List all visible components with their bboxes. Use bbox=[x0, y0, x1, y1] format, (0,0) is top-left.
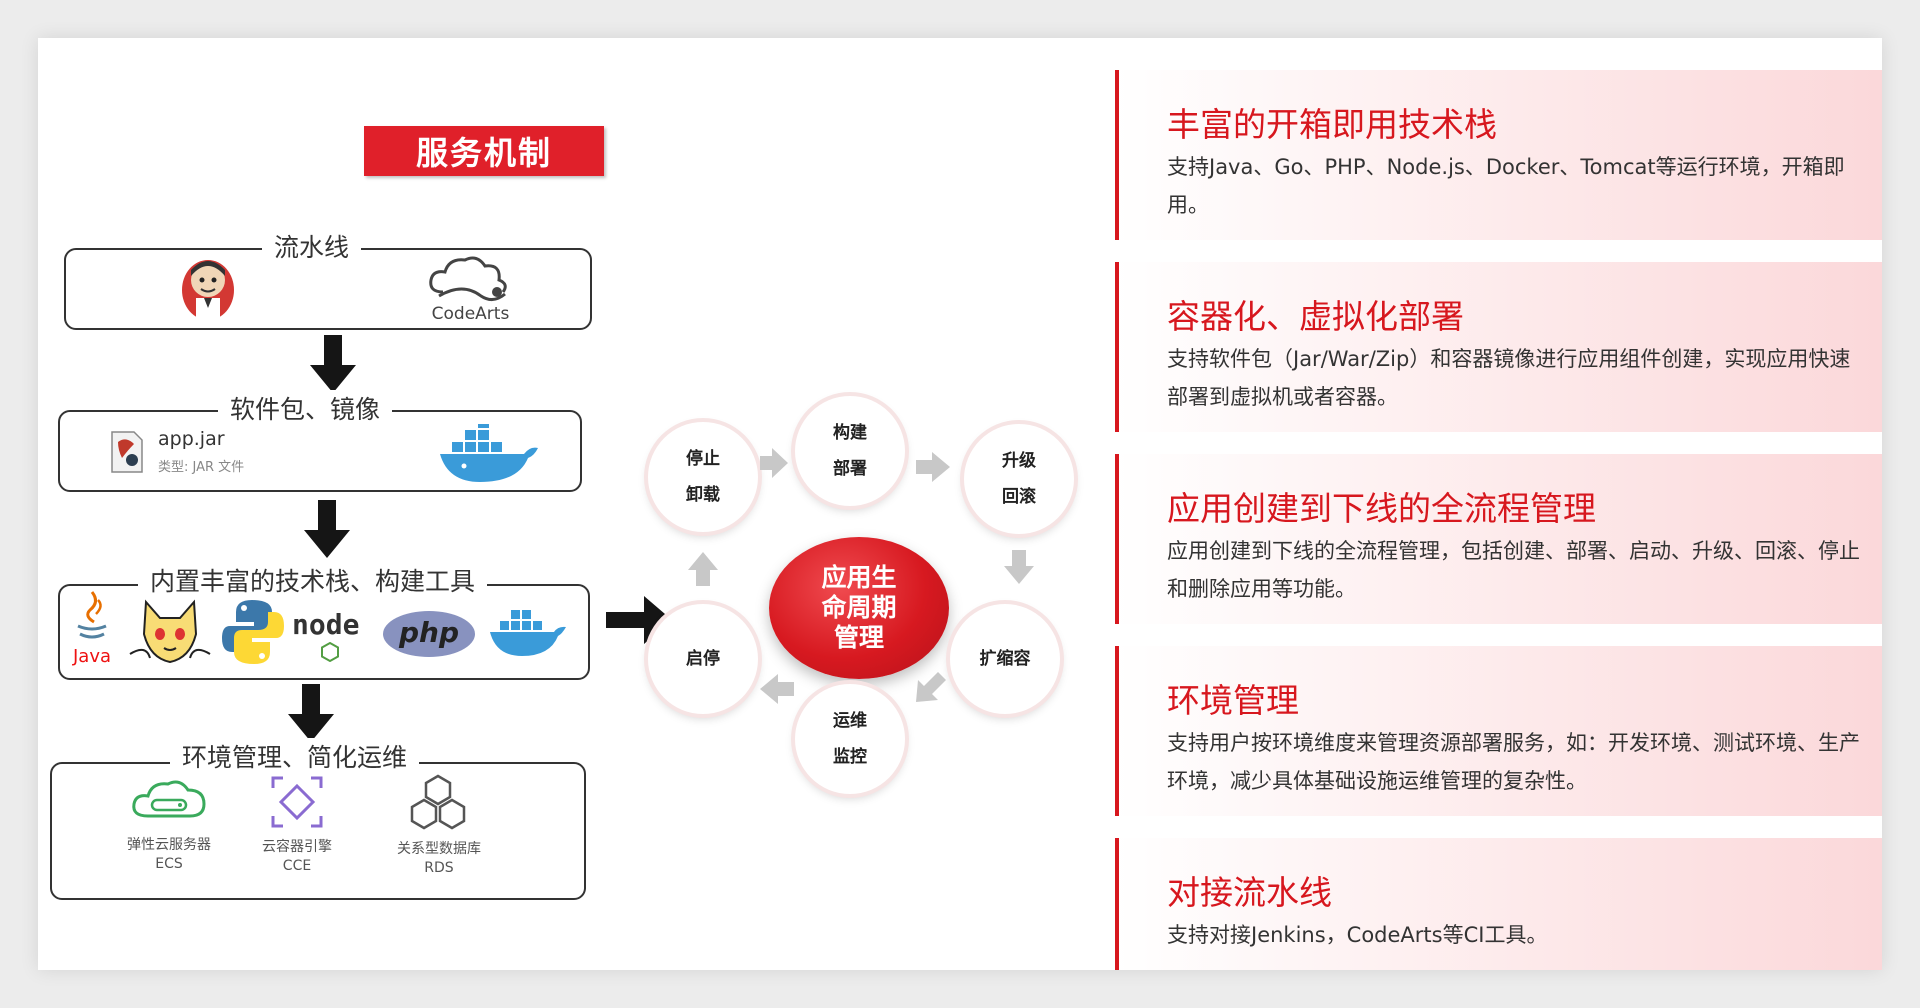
node-stop-uninstall: 停止 卸载 bbox=[648, 422, 758, 532]
jar-file-icon bbox=[108, 430, 146, 474]
tech-stack-label: 内置丰富的技术栈、构建工具 bbox=[138, 562, 488, 598]
pipeline-label: 流水线 bbox=[262, 228, 362, 264]
down-arrow bbox=[310, 335, 356, 397]
environment-label: 环境管理、简化运维 bbox=[170, 738, 420, 774]
java-caption: Java bbox=[72, 646, 112, 667]
feature-text: 支持对接Jenkins，CodeArts等CI工具。 bbox=[1167, 923, 1548, 947]
card-accent-bar bbox=[1115, 262, 1119, 432]
rds-icon bbox=[404, 772, 472, 834]
ecs-name: 弹性云服务器 bbox=[127, 837, 211, 853]
jar-file-name: app.jar bbox=[158, 428, 225, 450]
rds-abbr: RDS bbox=[424, 860, 454, 876]
feature-title: 应用创建到下线的全流程管理 bbox=[1167, 489, 1596, 528]
cce-icon bbox=[269, 774, 325, 830]
node-label: 运维 bbox=[833, 711, 867, 731]
node-label: 部署 bbox=[833, 459, 867, 479]
node-label: 回滚 bbox=[1002, 487, 1036, 507]
node-label: 卸载 bbox=[686, 485, 720, 505]
ring-arrow bbox=[912, 670, 946, 708]
php-icon: php bbox=[382, 610, 476, 658]
node-ops-monitor: 运维 监控 bbox=[795, 684, 905, 794]
node-label: 升级 bbox=[1002, 451, 1036, 471]
feature-title: 对接流水线 bbox=[1167, 873, 1332, 912]
rds-caption: 关系型数据库 RDS bbox=[378, 840, 500, 878]
jar-file-type: 类型: JAR 文件 bbox=[158, 460, 245, 475]
feature-card: 环境管理 支持用户按环境维度来管理资源部署服务，如：开发环境、测试环境、生产环境… bbox=[1115, 646, 1882, 816]
ecs-caption: 弹性云服务器 ECS bbox=[108, 836, 230, 874]
cce-abbr: CCE bbox=[282, 858, 312, 874]
feature-title: 环境管理 bbox=[1167, 681, 1299, 720]
feature-card: 应用创建到下线的全流程管理 应用创建到下线的全流程管理，包括创建、部署、启动、升… bbox=[1115, 454, 1882, 624]
node-label: 扩缩容 bbox=[979, 649, 1031, 669]
feature-text: 支持用户按环境维度来管理资源部署服务，如：开发环境、测试环境、生产环境，减少具体… bbox=[1167, 731, 1860, 793]
down-arrow bbox=[304, 500, 350, 562]
node-label: 监控 bbox=[833, 747, 867, 767]
feature-text: 支持软件包（Jar/War/Zip）和容器镜像进行应用组件创建，实现应用快速部署… bbox=[1167, 347, 1851, 409]
ecs-icon bbox=[128, 776, 210, 822]
lifecycle-center-line: 管理 bbox=[833, 623, 884, 652]
ring-arrow bbox=[1004, 550, 1034, 588]
codearts-icon: CodeArts bbox=[423, 252, 518, 324]
node-label: 构建 bbox=[833, 423, 867, 443]
node-upgrade-rollback: 升级 回滚 bbox=[964, 424, 1074, 534]
node-start-stop: 启停 bbox=[648, 604, 758, 714]
card-accent-bar bbox=[1115, 454, 1119, 624]
package-label: 软件包、镜像 bbox=[218, 390, 393, 426]
node-caption: node bbox=[292, 608, 360, 641]
node-icon: node bbox=[292, 608, 368, 662]
cce-name: 云容器引擎 bbox=[262, 839, 332, 855]
slide: 服务机制 流水线 CodeArts 软件包、镜像 bbox=[38, 38, 1882, 970]
card-accent-bar bbox=[1115, 70, 1119, 240]
feature-card: 丰富的开箱即用技术栈 支持Java、Go、PHP、Node.js、Docker、… bbox=[1115, 70, 1882, 240]
node-label: 停止 bbox=[686, 449, 720, 469]
feature-card: 容器化、虚拟化部署 支持软件包（Jar/War/Zip）和容器镜像进行应用组件创… bbox=[1115, 262, 1882, 432]
feature-card: 对接流水线 支持对接Jenkins，CodeArts等CI工具。 bbox=[1115, 838, 1882, 970]
ring-arrow bbox=[688, 552, 718, 590]
node-label: 启停 bbox=[686, 649, 720, 669]
node-build-deploy: 构建 部署 bbox=[795, 396, 905, 506]
lifecycle-center: 应用生 命周期 管理 bbox=[769, 537, 949, 679]
ring-arrow bbox=[916, 452, 950, 486]
node-scale: 扩缩容 bbox=[950, 604, 1060, 714]
service-mechanism-title: 服务机制 bbox=[364, 126, 604, 176]
lifecycle-center-line: 应用生 bbox=[821, 563, 897, 592]
codearts-caption: CodeArts bbox=[431, 304, 510, 324]
down-arrow bbox=[288, 684, 334, 746]
ring-arrow bbox=[760, 448, 788, 482]
feature-title: 丰富的开箱即用技术栈 bbox=[1167, 105, 1497, 144]
ring-arrow bbox=[760, 674, 794, 708]
python-icon bbox=[222, 598, 284, 666]
feature-text: 支持Java、Go、PHP、Node.js、Docker、Tomcat等运行环境… bbox=[1167, 155, 1845, 217]
docker-icon bbox=[486, 608, 570, 660]
feature-title: 容器化、虚拟化部署 bbox=[1167, 297, 1464, 336]
card-accent-bar bbox=[1115, 646, 1119, 816]
card-accent-bar bbox=[1115, 838, 1119, 970]
tomcat-icon bbox=[126, 594, 214, 670]
feature-text: 应用创建到下线的全流程管理，包括创建、部署、启动、升级、回滚、停止和删除应用等功… bbox=[1167, 539, 1860, 601]
lifecycle-center-line: 命周期 bbox=[821, 593, 897, 622]
jenkins-icon bbox=[178, 250, 238, 324]
php-caption: php bbox=[398, 616, 460, 649]
ecs-abbr: ECS bbox=[155, 856, 183, 872]
cce-caption: 云容器引擎 CCE bbox=[238, 838, 356, 876]
rds-name: 关系型数据库 bbox=[397, 841, 481, 857]
java-icon: Java bbox=[70, 588, 114, 672]
docker-icon bbox=[434, 418, 544, 484]
